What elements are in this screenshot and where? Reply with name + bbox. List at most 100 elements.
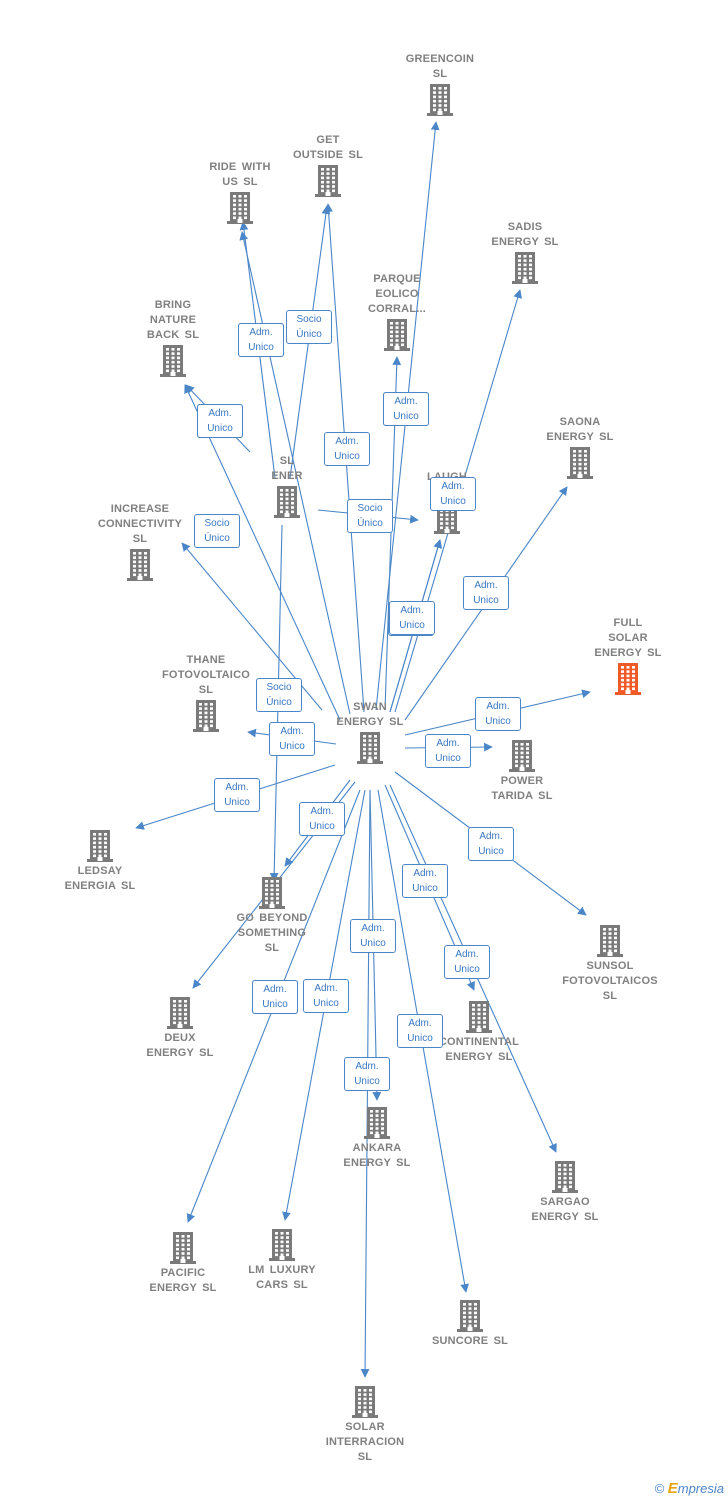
company-name: CONTINENTAL ENERGY SL bbox=[438, 1036, 520, 1063]
company-node-power-tarida[interactable]: POWER TARIDA SL bbox=[467, 738, 577, 804]
edge-role-badge[interactable]: Adm. Unico bbox=[463, 576, 509, 610]
building-icon bbox=[510, 1159, 620, 1195]
copyright-symbol: © bbox=[654, 1481, 665, 1496]
edge-role-badge[interactable]: Adm. Unico bbox=[430, 477, 476, 511]
company-node-thane[interactable]: THANE FOTOVOLTAICO SL bbox=[151, 653, 261, 734]
edge-role-badge[interactable]: Socio Único bbox=[286, 310, 332, 344]
building-icon bbox=[118, 343, 228, 379]
company-node-ledsay[interactable]: LEDSAY ENERGIA SL bbox=[45, 828, 155, 894]
company-node-go-beyond[interactable]: GO BEYOND SOMETHING SL bbox=[217, 875, 327, 956]
building-icon bbox=[151, 698, 261, 734]
building-icon bbox=[125, 995, 235, 1031]
building-icon bbox=[227, 1227, 337, 1263]
edge-role-badge[interactable]: Adm. Unico bbox=[475, 697, 521, 731]
company-node-full-solar[interactable]: FULL SOLAR ENERGY SL bbox=[573, 616, 683, 697]
edge-role-badge[interactable]: Adm. Unico bbox=[303, 979, 349, 1013]
company-name: INCREASE CONNECTIVITY SL bbox=[97, 503, 183, 545]
edge-role-badge[interactable]: Adm. Unico bbox=[397, 1014, 443, 1048]
building-icon bbox=[467, 738, 577, 774]
building-icon bbox=[128, 1230, 238, 1266]
building-icon bbox=[525, 445, 635, 481]
company-name: DEUX ENERGY SL bbox=[146, 1032, 214, 1059]
building-icon bbox=[310, 1384, 420, 1420]
company-name: SL ENER bbox=[271, 455, 303, 482]
company-node-sargao[interactable]: SARGAO ENERGY SL bbox=[510, 1159, 620, 1225]
edge-role-badge[interactable]: Adm. Unico bbox=[197, 404, 243, 438]
company-node-sadis[interactable]: SADIS ENERGY SL bbox=[470, 220, 580, 286]
edge-role-badge[interactable]: Adm. Unico bbox=[444, 945, 490, 979]
company-node-lm-luxury[interactable]: LM LUXURY CARS SL bbox=[227, 1227, 337, 1293]
company-name: THANE FOTOVOLTAICO SL bbox=[162, 654, 250, 696]
building-icon bbox=[232, 484, 342, 520]
company-name: SARGAO ENERGY SL bbox=[531, 1196, 599, 1223]
edge-role-badge[interactable]: Adm. Unico bbox=[383, 392, 429, 426]
building-icon bbox=[315, 730, 425, 766]
company-name: SAONA ENERGY SL bbox=[546, 416, 614, 443]
company-node-continental[interactable]: CONTINENTAL ENERGY SL bbox=[424, 999, 534, 1065]
company-node-suncore[interactable]: SUNCORE SL bbox=[415, 1298, 525, 1349]
company-name: FULL SOLAR ENERGY SL bbox=[594, 617, 662, 659]
company-name: ANKARA ENERGY SL bbox=[343, 1142, 411, 1169]
edge-role-badge[interactable]: Adm. Unico bbox=[389, 601, 435, 635]
company-name: PARQUE EOLICO CORRAL... bbox=[367, 273, 427, 315]
company-name: LEDSAY ENERGIA SL bbox=[64, 865, 136, 892]
company-name: SUNCORE SL bbox=[431, 1335, 509, 1347]
company-node-greencoin[interactable]: GREENCOIN SL bbox=[385, 52, 495, 118]
building-icon bbox=[555, 923, 665, 959]
company-node-deux[interactable]: DEUX ENERGY SL bbox=[125, 995, 235, 1061]
edge-role-badge[interactable]: Socio Único bbox=[347, 499, 393, 533]
edge-role-badge[interactable]: Adm. Unico bbox=[425, 734, 471, 768]
company-node-sunsol[interactable]: SUNSOL FOTOVOLTAICOS SL bbox=[555, 923, 665, 1004]
edge-role-badge[interactable]: Socio Único bbox=[256, 678, 302, 712]
company-name: LM LUXURY CARS SL bbox=[248, 1264, 316, 1291]
edge-swan-to-ride-with-us bbox=[239, 231, 351, 715]
edge-role-badge[interactable]: Adm. Unico bbox=[214, 778, 260, 812]
brand-initial: E bbox=[667, 1480, 678, 1497]
company-name: SOLAR INTERRACION SL bbox=[325, 1421, 405, 1463]
company-name: SWAN ENERGY SL bbox=[336, 701, 404, 728]
edge-role-badge[interactable]: Adm. Unico bbox=[238, 323, 284, 357]
building-icon bbox=[573, 661, 683, 697]
company-node-pacific[interactable]: PACIFIC ENERGY SL bbox=[128, 1230, 238, 1296]
building-icon bbox=[385, 82, 495, 118]
company-node-get-outside[interactable]: GET OUTSIDE SL bbox=[273, 133, 383, 199]
edge-role-badge[interactable]: Adm. Unico bbox=[350, 919, 396, 953]
building-icon bbox=[322, 1105, 432, 1141]
company-name: SADIS ENERGY SL bbox=[491, 221, 559, 248]
brand-name: mpresia bbox=[677, 1481, 724, 1496]
company-name: SUNSOL FOTOVOLTAICOS SL bbox=[562, 960, 658, 1002]
company-node-ankara[interactable]: ANKARA ENERGY SL bbox=[322, 1105, 432, 1171]
edge-role-badge[interactable]: Adm. Unico bbox=[299, 802, 345, 836]
company-node-solar-interracion[interactable]: SOLAR INTERRACION SL bbox=[310, 1384, 420, 1465]
edge-role-badge[interactable]: Adm. Unico bbox=[344, 1057, 390, 1091]
building-icon bbox=[45, 828, 155, 864]
building-icon bbox=[470, 250, 580, 286]
company-node-ride-with-us[interactable]: RIDE WITH US SL bbox=[185, 160, 295, 226]
footer-brand: © Empresia bbox=[655, 1480, 724, 1497]
building-icon bbox=[185, 190, 295, 226]
company-node-saona[interactable]: SAONA ENERGY SL bbox=[525, 415, 635, 481]
edge-role-badge[interactable]: Adm. Unico bbox=[402, 864, 448, 898]
company-name: GO BEYOND SOMETHING SL bbox=[236, 912, 308, 954]
company-name: GET OUTSIDE SL bbox=[292, 134, 363, 161]
edge-role-badge[interactable]: Socio Único bbox=[194, 514, 240, 548]
company-node-increase[interactable]: INCREASE CONNECTIVITY SL bbox=[85, 502, 195, 583]
company-name: RIDE WITH US SL bbox=[209, 161, 271, 188]
company-name: POWER TARIDA SL bbox=[491, 775, 553, 802]
building-icon bbox=[273, 163, 383, 199]
building-icon bbox=[85, 547, 195, 583]
company-node-parque-eolico[interactable]: PARQUE EOLICO CORRAL... bbox=[342, 272, 452, 353]
edge-swan-to-bring-nature bbox=[184, 384, 341, 721]
company-node-bring-nature[interactable]: BRING NATURE BACK SL bbox=[118, 298, 228, 379]
edge-role-badge[interactable]: Adm. Unico bbox=[252, 980, 298, 1014]
building-icon bbox=[342, 317, 452, 353]
edge-role-badge[interactable]: Adm. Unico bbox=[324, 432, 370, 466]
edge-role-badge[interactable]: Adm. Unico bbox=[269, 722, 315, 756]
building-icon bbox=[217, 875, 327, 911]
company-node-swan[interactable]: SWAN ENERGY SL bbox=[315, 700, 425, 766]
building-icon bbox=[424, 999, 534, 1035]
company-name: GREENCOIN SL bbox=[405, 53, 475, 80]
edge-role-badge[interactable]: Adm. Unico bbox=[468, 827, 514, 861]
building-icon bbox=[415, 1298, 525, 1334]
company-node-sl-ener[interactable]: SL ENER bbox=[232, 454, 342, 520]
